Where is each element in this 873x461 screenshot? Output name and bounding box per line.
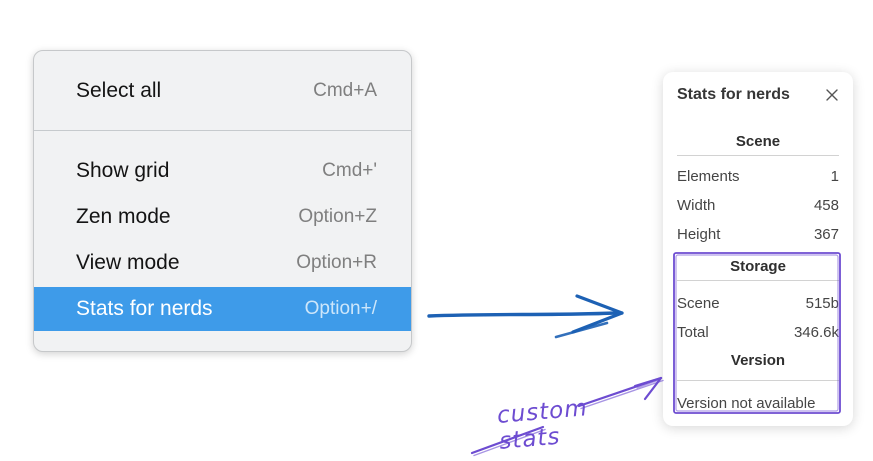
section-divider xyxy=(677,155,839,156)
menu-item-shortcut: Option+Z xyxy=(298,206,377,227)
menu-item-zen-mode[interactable]: Zen mode Option+Z xyxy=(34,195,411,239)
menu-item-label: Zen mode xyxy=(76,205,171,228)
stats-panel-title: Stats for nerds xyxy=(677,86,790,103)
stat-value: 367 xyxy=(813,226,839,243)
stat-value: 1 xyxy=(830,168,839,185)
menu-separator xyxy=(34,130,411,131)
context-menu: Select all Cmd+A Show grid Cmd+' Zen mod… xyxy=(33,50,412,352)
menu-item-label: Show grid xyxy=(76,159,170,182)
menu-item-shortcut: Option+/ xyxy=(304,298,377,319)
stat-value: 458 xyxy=(813,197,839,214)
menu-item-label: Select all xyxy=(76,79,162,102)
stat-row-height: Height 367 xyxy=(677,220,839,249)
menu-item-stats-for-nerds[interactable]: Stats for nerds Option+/ xyxy=(34,287,411,331)
stats-panel: Stats for nerds Scene Elements 1 Width 4… xyxy=(663,72,853,426)
menu-item-shortcut: Cmd+' xyxy=(322,160,377,181)
stat-label: Width xyxy=(677,197,716,214)
scene-rows: Elements 1 Width 458 Height 367 xyxy=(677,162,839,249)
section-title-version: Version xyxy=(730,352,786,369)
stat-label: Total xyxy=(677,324,709,341)
menu-item-select-all[interactable]: Select all Cmd+A xyxy=(34,69,411,113)
stat-row-elements: Elements 1 xyxy=(677,162,839,191)
stats-panel-header: Stats for nerds xyxy=(677,84,839,106)
section-title-scene: Scene xyxy=(735,133,781,150)
stat-row-width: Width 458 xyxy=(677,191,839,220)
storage-rows: Scene 515b Total 346.6k xyxy=(677,289,839,347)
stat-label: Elements xyxy=(677,168,740,185)
menu-item-shortcut: Cmd+A xyxy=(313,80,377,101)
custom-stats-annotation: custom stats xyxy=(496,395,589,455)
menu-item-show-grid[interactable]: Show grid Cmd+' xyxy=(34,149,411,193)
menu-item-shortcut: Option+R xyxy=(296,252,377,273)
blue-arrow xyxy=(427,294,624,339)
version-note: Version not available xyxy=(677,395,816,412)
stat-label: Height xyxy=(677,226,721,243)
stat-value: 515b xyxy=(805,295,839,312)
menu-item-view-mode[interactable]: View mode Option+R xyxy=(34,241,411,285)
section-divider xyxy=(677,280,839,281)
close-icon[interactable] xyxy=(825,88,839,102)
section-divider xyxy=(677,380,839,381)
stat-label: Scene xyxy=(677,295,720,312)
menu-item-label: View mode xyxy=(76,251,180,274)
stat-row-scene-size: Scene 515b xyxy=(677,289,839,318)
stat-value: 346.6k xyxy=(793,324,839,341)
section-title-storage: Storage xyxy=(730,258,786,275)
stat-row-total-size: Total 346.6k xyxy=(677,318,839,347)
menu-item-label: Stats for nerds xyxy=(76,297,213,320)
